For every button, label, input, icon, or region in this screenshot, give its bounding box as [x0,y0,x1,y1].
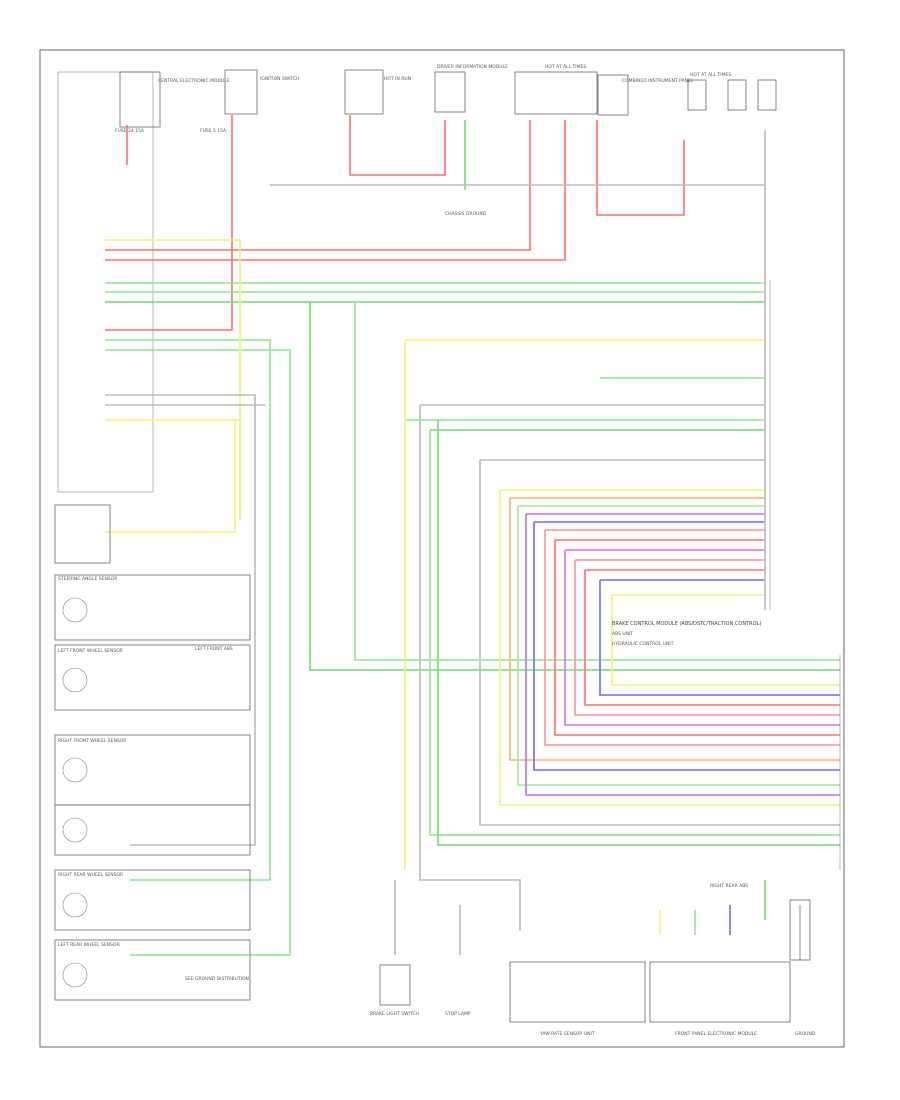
label-left-rear-wheel: LEFT REAR WHEEL SENSOR [58,942,120,948]
bottom-components: BRAKE LIGHT SWITCH STOP LAMP YAW RATE SE… [370,883,816,1037]
label-left-front-wheel: LEFT FRONT WHEEL SENSOR [58,648,123,654]
left-sensors: STEERING ANGLE SENSOR LEFT FRONT WHEEL S… [54,504,251,1001]
gray-wires [105,130,840,960]
label-ignition-switch: IGNITION SWITCH [260,76,300,82]
label-stop-lamp: STOP LAMP [445,1011,471,1017]
label-ground: GROUND [795,1031,816,1037]
label-hot-run-2: HOT AT ALL TIMES [545,64,586,70]
label-see-ground: SEE GROUND DISTRIBUTION [185,976,249,982]
label-instrument: COMBINED INSTRUMENT PANEL [622,78,694,84]
label-right-rear-abs: RIGHT REAR ABS [710,883,748,889]
label-left-front-abs: LEFT FRONT ABS [195,646,233,652]
top-components: CENTRAL ELECTRONIC MODULE IGNITION SWITC… [57,64,777,493]
label-fuse-box-2: FUSE 5 15A [200,128,227,134]
label-yaw-sensor: YAW RATE SENSOR UNIT [539,1031,595,1037]
yellow-wires [105,239,840,935]
label-brake-light-switch: BRAKE LIGHT SWITCH [370,1011,419,1017]
label-driver-info: DRIVER INFORMATION MODULE [437,64,508,70]
label-fuse-box-1: FUSE 24 15A [115,128,145,134]
green-wires [105,120,840,956]
right-connector-pins [769,280,841,870]
label-hydraulic-unit: HYDRAULIC CONTROL UNIT [612,641,674,647]
label-hot-run-3: HOT AT ALL TIMES [690,72,731,78]
harness-wires [509,497,840,935]
label-chassis-ground: CHASSIS GROUND [445,211,487,217]
label-right-front-wheel: RIGHT FRONT WHEEL SENSOR [58,738,126,744]
label-electronic-module: BRAKE CONTROL MODULE (ABS/DSTC/TRACTION … [612,621,761,627]
label-top-left-module: CENTRAL ELECTRONIC MODULE [158,78,230,84]
label-steering-sensor: STEERING ANGLE SENSOR [58,576,117,582]
label-abs-unit: ABS UNIT [612,631,633,637]
red-wires [105,115,685,331]
label-hot-run-1: HOT IN RUN [384,76,411,82]
label-right-rear-wheel: RIGHT REAR WHEEL SENSOR [58,872,123,878]
label-front-panel: FRONT PANEL ELECTRONIC MODULE [675,1031,757,1037]
diagram-frame [39,49,845,1048]
